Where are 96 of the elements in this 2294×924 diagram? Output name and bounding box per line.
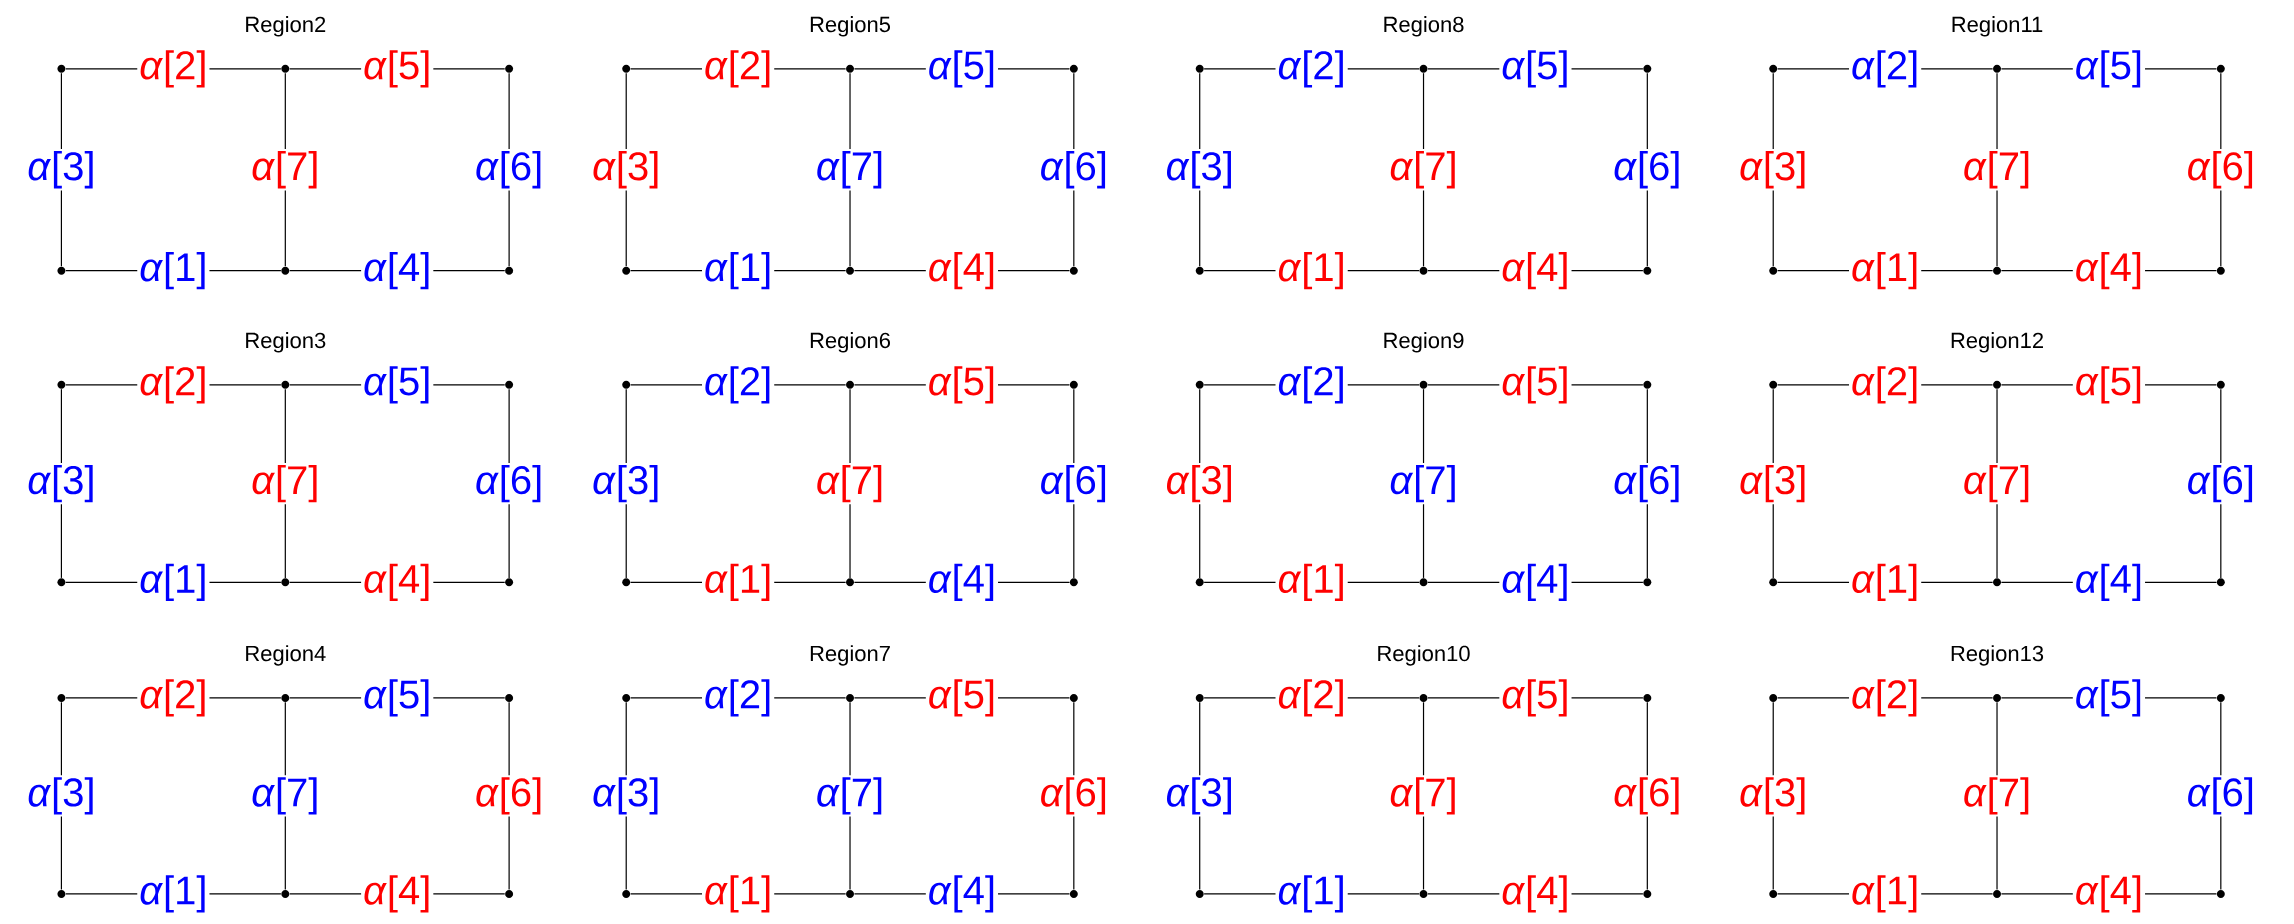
- edge-label: α[3]: [25, 775, 98, 817]
- edge-label: α[1]: [137, 561, 210, 603]
- edge-label: α[7]: [1960, 462, 2034, 505]
- edge-label: α[5]: [2072, 364, 2146, 406]
- edge-label: α[7]: [1387, 462, 1460, 505]
- edge-label: α[5]: [2072, 48, 2146, 90]
- edge-label: α[1]: [702, 873, 775, 915]
- edge-label: α[2]: [702, 48, 775, 90]
- edge-label: α[4]: [361, 873, 434, 915]
- edge-label: α[7]: [1387, 775, 1460, 817]
- panel-title: Region10: [1378, 645, 1470, 666]
- edge-label: α[5]: [1499, 48, 1572, 90]
- panel-title: Region7: [810, 645, 890, 666]
- edge-label: α[3]: [1163, 149, 1236, 191]
- edge-label: α[5]: [361, 364, 434, 406]
- edge-label: α[2]: [137, 48, 210, 90]
- edge-label: α[6]: [2184, 462, 2257, 505]
- edge-label: α[2]: [1275, 48, 1348, 90]
- edge-label: α[4]: [925, 250, 999, 292]
- edge-label: α[1]: [1849, 561, 1922, 603]
- edge-label: α[5]: [925, 677, 999, 719]
- edge-label: α[3]: [25, 462, 98, 505]
- edge-label: α[7]: [813, 149, 887, 191]
- panel-title: Region6: [810, 332, 890, 353]
- edge-label: α[5]: [1499, 364, 1572, 406]
- edge-label: α[1]: [702, 561, 775, 603]
- edge-label: α[1]: [1275, 250, 1348, 292]
- edge-label: α[4]: [1499, 561, 1572, 603]
- edge-label: α[5]: [925, 364, 999, 406]
- edge-label: α[2]: [137, 677, 210, 719]
- edge-label: α[6]: [1037, 149, 1110, 191]
- edge-label: α[3]: [1163, 775, 1236, 817]
- edge-label: α[1]: [137, 250, 210, 292]
- edge-label: α[2]: [702, 364, 775, 406]
- edge-label: α[3]: [25, 149, 98, 191]
- edge-label: α[7]: [249, 775, 322, 817]
- edge-label: α[2]: [1275, 364, 1348, 406]
- edge-label: α[5]: [361, 677, 434, 719]
- edge-label: α[2]: [137, 364, 210, 406]
- edge-label: α[4]: [1499, 873, 1572, 915]
- edge-label: α[3]: [1737, 775, 1810, 817]
- panel-title: Region2: [246, 16, 326, 37]
- edge-label: α[5]: [2072, 677, 2146, 719]
- edge-label: α[1]: [1275, 873, 1348, 915]
- edge-label: α[2]: [1275, 677, 1348, 719]
- panel-title: Region11: [1952, 16, 2043, 37]
- edge-label: α[4]: [925, 873, 999, 915]
- edge-label: α[5]: [1499, 677, 1572, 719]
- edge-label: α[6]: [1037, 462, 1110, 505]
- edge-label: α[5]: [925, 48, 999, 90]
- edge-label: α[1]: [1275, 561, 1348, 603]
- edge-label: α[7]: [813, 462, 887, 505]
- edge-label: α[1]: [1849, 873, 1922, 915]
- edge-label: α[2]: [702, 677, 775, 719]
- edge-label: α[7]: [249, 462, 322, 505]
- edge-label: α[4]: [1499, 250, 1572, 292]
- edge-label: α[4]: [2072, 873, 2146, 915]
- edge-label: α[3]: [590, 775, 663, 817]
- edge-label: α[4]: [361, 250, 434, 292]
- edge-label: α[3]: [590, 462, 663, 505]
- panel-title: Region12: [1951, 332, 2043, 353]
- edge-label: α[7]: [813, 775, 887, 817]
- edge-label: α[1]: [137, 873, 210, 915]
- edge-label: α[6]: [473, 775, 546, 817]
- edge-label: α[6]: [1611, 462, 1684, 505]
- edge-label: α[2]: [1849, 48, 1922, 90]
- panel-title: Region3: [246, 332, 326, 353]
- edge-label: α[3]: [1737, 149, 1810, 191]
- panel-title: Region4: [246, 645, 326, 666]
- edge-label: α[6]: [2184, 149, 2257, 191]
- edge-label: α[6]: [1037, 775, 1110, 817]
- edge-label: α[7]: [1960, 149, 2034, 191]
- panel-title: Region13: [1951, 645, 2044, 666]
- edge-label: α[2]: [1849, 364, 1922, 406]
- panel-title: Region9: [1384, 332, 1464, 353]
- edge-label: α[3]: [1163, 462, 1236, 505]
- edge-label: α[6]: [1611, 149, 1684, 191]
- edge-label: α[1]: [702, 250, 775, 292]
- panel-title: Region8: [1384, 16, 1464, 37]
- edge-label: α[6]: [473, 462, 546, 505]
- edge-label: α[6]: [1611, 775, 1684, 817]
- edge-label: α[3]: [590, 149, 663, 191]
- edge-label: α[5]: [361, 48, 434, 90]
- edge-label: α[4]: [925, 561, 999, 603]
- edge-label: α[7]: [249, 149, 322, 191]
- edge-label: α[1]: [1849, 250, 1922, 292]
- edge-label: α[7]: [1960, 775, 2034, 817]
- edge-label: α[3]: [1737, 462, 1810, 505]
- edge-label: α[6]: [473, 149, 546, 191]
- edge-label: α[4]: [2072, 250, 2146, 292]
- edge-label: α[7]: [1387, 149, 1460, 191]
- panel-title: Region5: [810, 16, 891, 37]
- edge-label: α[4]: [2072, 561, 2146, 603]
- edge-label: α[2]: [1849, 677, 1922, 719]
- edge-label: α[6]: [2184, 775, 2257, 817]
- edge-label: α[4]: [361, 561, 434, 603]
